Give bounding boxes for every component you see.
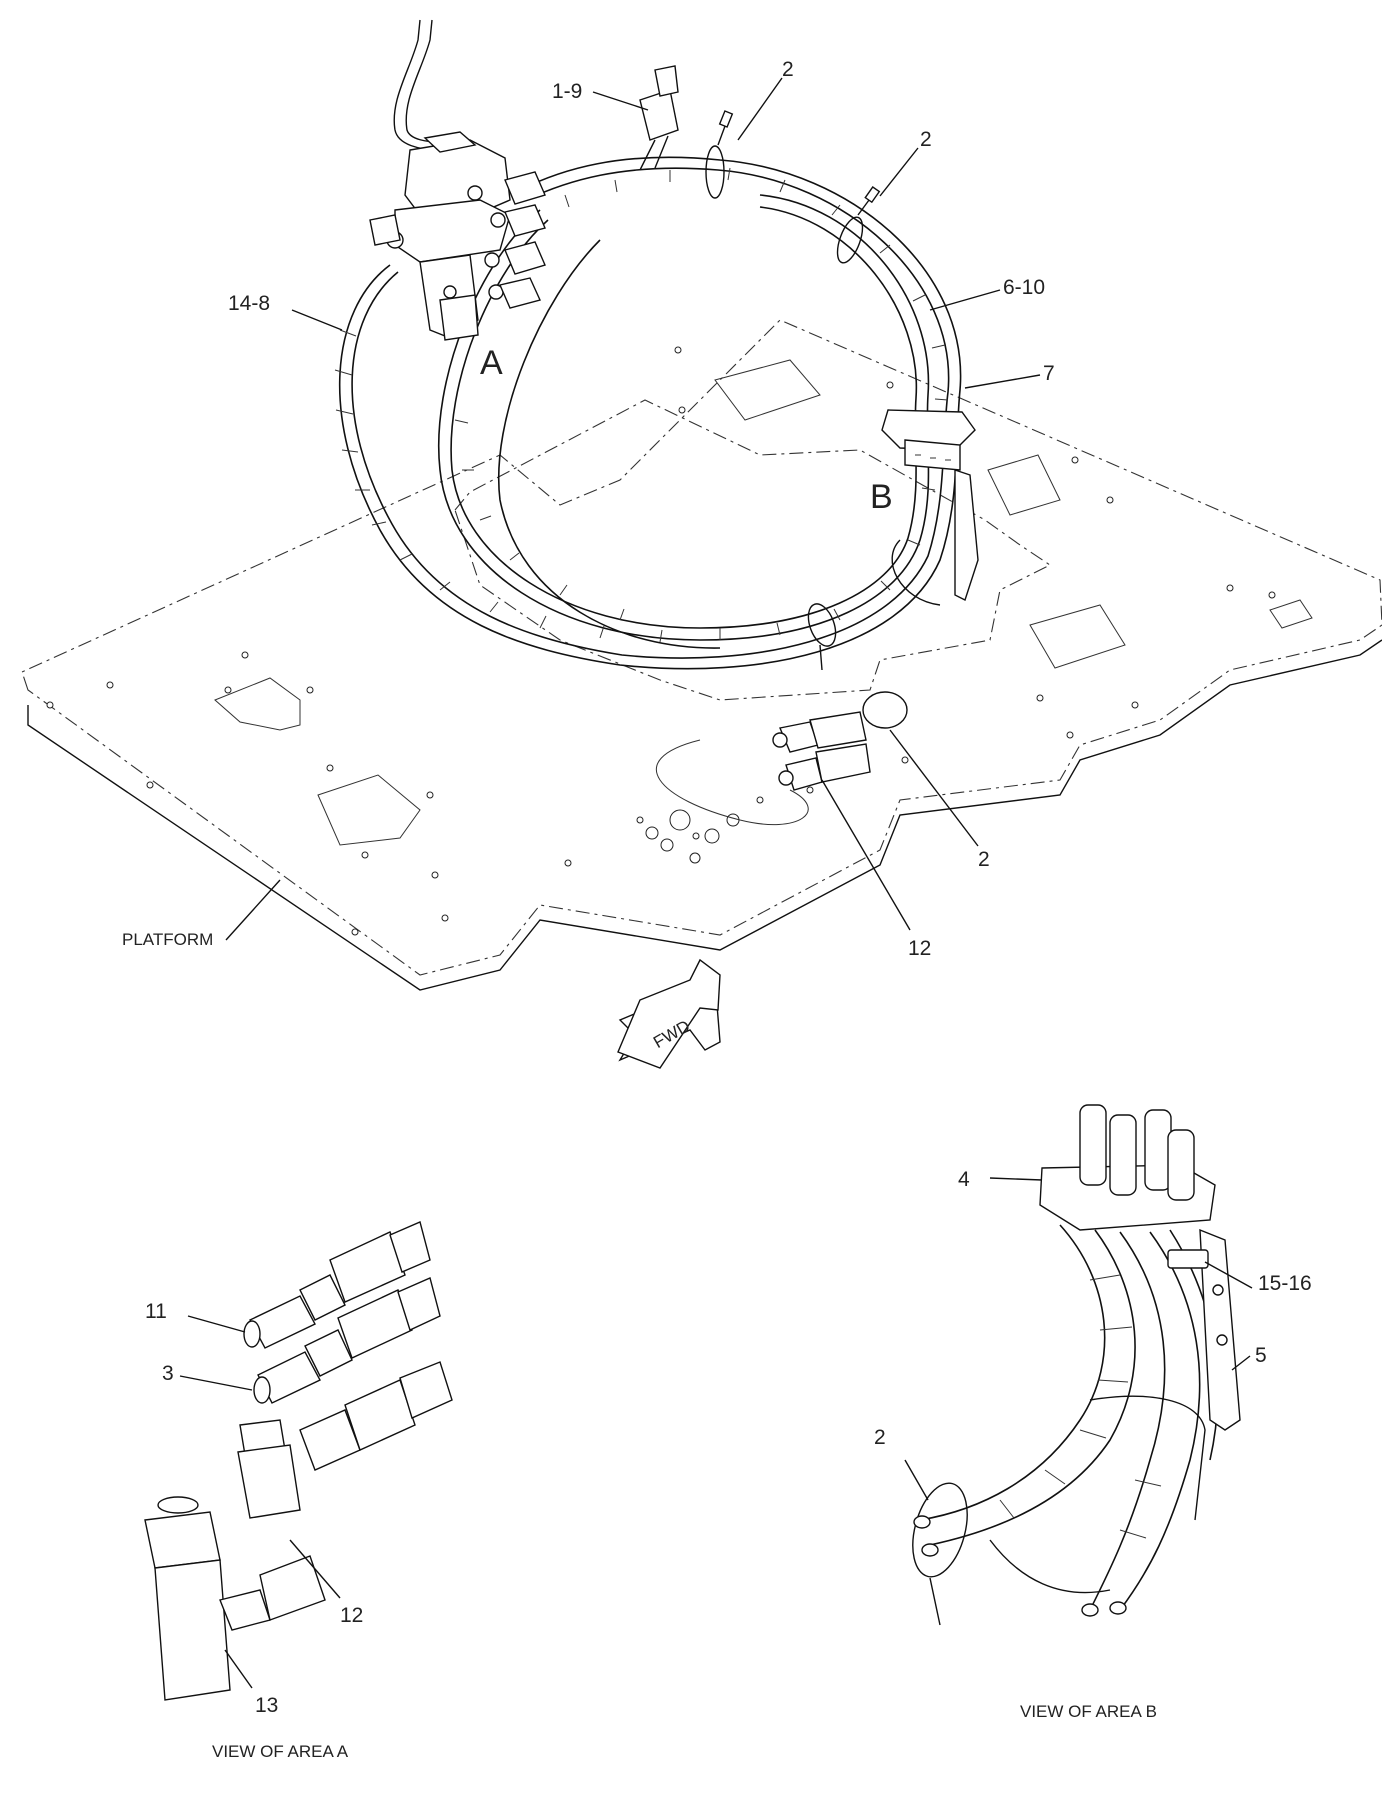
elbow-fittings-12 [772, 711, 871, 791]
callout-5: 5 [1255, 1344, 1267, 1367]
fwd-arrow-icon [617, 958, 721, 1069]
callout-2-view-b: 2 [874, 1426, 886, 1449]
caption-view-a: VIEW OF AREA A [212, 1742, 349, 1761]
view-a-leaders [179, 1315, 341, 1689]
callout-1-9: 1-9 [552, 80, 582, 103]
callout-3: 3 [162, 1362, 174, 1385]
callout-2-top-right: 2 [920, 128, 932, 151]
callout-7: 7 [1043, 362, 1055, 385]
callout-11: 11 [145, 1300, 167, 1323]
caption-view-b: VIEW OF AREA B [1020, 1702, 1157, 1721]
callout-14-8: 14-8 [228, 292, 270, 315]
area-b-marker: B [870, 478, 893, 516]
view-b-leaders [904, 1177, 1253, 1501]
callout-12-main: 12 [908, 937, 931, 960]
area-b-clamp [881, 409, 979, 606]
control-valve-a [369, 19, 679, 341]
callout-6-10: 6-10 [1003, 276, 1045, 299]
view-area-b-drawing [912, 1104, 1241, 1626]
hose-bundle [334, 156, 962, 670]
callout-13: 13 [255, 1694, 278, 1717]
platform-plate [21, 319, 1382, 991]
platform-label: PLATFORM [122, 930, 213, 949]
leader-lines [225, 77, 1041, 941]
callout-2-lower: 2 [978, 848, 990, 871]
callout-4: 4 [958, 1168, 970, 1191]
callout-15-16: 15-16 [1258, 1272, 1312, 1295]
view-area-a-drawing [144, 1221, 453, 1701]
area-a-marker: A [480, 344, 503, 382]
callout-12-view-a: 12 [340, 1604, 363, 1627]
strap-clamps [705, 110, 908, 729]
callout-2-top-left: 2 [782, 58, 794, 81]
